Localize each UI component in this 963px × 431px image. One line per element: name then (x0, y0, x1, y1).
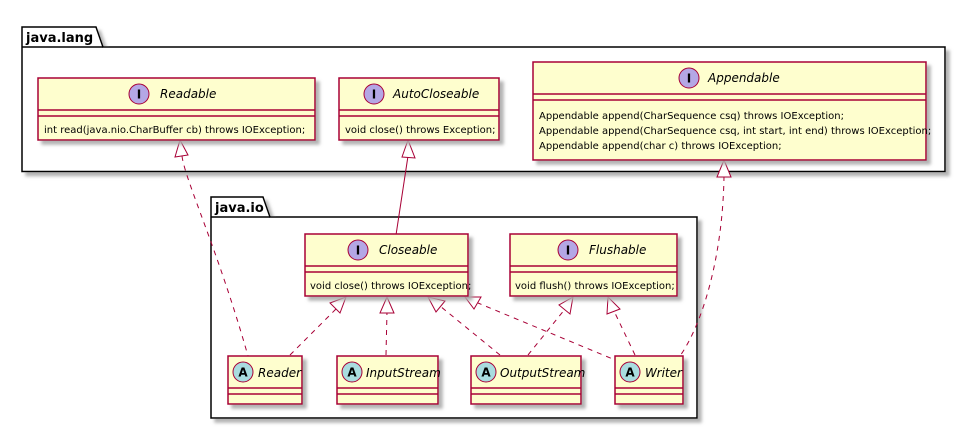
class-name-inputstream: InputStream (366, 366, 441, 380)
arrowhead-readable (174, 138, 189, 158)
class-reader[interactable]: A Reader (227, 355, 303, 405)
class-name-closeable: Closeable (379, 243, 437, 257)
stereotype-letter: I (137, 88, 141, 102)
class-readable[interactable]: I Readable int read(java.nio.CharBuffer … (37, 77, 316, 141)
arrowhead-outputstream-flushable (558, 296, 574, 315)
arrowhead-writer-closeable (464, 296, 482, 310)
package-label-java-io: java.io (214, 201, 264, 216)
member-closeable-close: void close() throws IOException; (310, 281, 471, 292)
arrowhead-appendable (716, 158, 732, 178)
interface-stereotype-icon (557, 239, 579, 261)
stereotype-letter: I (566, 244, 570, 258)
class-name-outputstream: OutputStream (500, 366, 585, 380)
interface-stereotype-icon (128, 83, 150, 105)
class-name-readable: Readable (160, 87, 216, 101)
member-readable-read: int read(java.nio.CharBuffer cb) throws … (44, 125, 305, 136)
class-writer[interactable]: A Writer (614, 355, 684, 405)
class-outputstream[interactable]: A OutputStream (470, 355, 585, 405)
stereotype-letter: A (347, 366, 357, 380)
abstract-stereotype-icon (232, 361, 254, 383)
abstract-stereotype-icon (341, 361, 363, 383)
stereotype-letter: I (372, 88, 376, 102)
member-autocloseable-close: void close() throws Exception; (345, 125, 496, 136)
class-name-appendable: Appendable (707, 71, 780, 85)
member-appendable-append-range: Appendable append(CharSequence csq, int … (539, 126, 931, 137)
class-name-reader: Reader (258, 366, 302, 380)
class-inputstream[interactable]: A InputStream (336, 355, 441, 405)
class-name-autocloseable: AutoCloseable (392, 87, 479, 101)
interface-stereotype-icon (363, 83, 385, 105)
package-label-java-lang: java.lang (25, 31, 93, 46)
arrowhead-outputstream-closeable (427, 296, 446, 313)
relation-reader-closeable (289, 308, 337, 356)
stereotype-letter: I (687, 72, 691, 86)
arrowhead-reader-closeable (329, 296, 347, 314)
relation-writer-flushable (613, 310, 636, 356)
relation-writer-appendable (679, 175, 725, 357)
member-appendable-append-csq: Appendable append(CharSequence csq) thro… (539, 111, 844, 122)
class-appendable[interactable]: I Appendable Appendable append(CharSeque… (532, 61, 931, 161)
class-name-flushable: Flushable (589, 243, 646, 257)
interface-stereotype-icon (678, 67, 700, 89)
relation-outputstream-closeable (439, 305, 501, 356)
member-appendable-append-char: Appendable append(char c) throws IOExcep… (539, 141, 782, 152)
arrowhead-inputstream-closeable (379, 295, 395, 314)
relation-reader-readable (181, 155, 249, 357)
relations (174, 138, 732, 363)
relation-inputstream-closeable (385, 310, 388, 356)
stereotype-letter: A (625, 366, 635, 380)
arrowhead-autocloseable (401, 138, 416, 159)
class-name-writer: Writer (645, 366, 683, 380)
stereotype-letter: I (356, 244, 360, 258)
class-autocloseable[interactable]: I AutoCloseable void close() throws Exce… (338, 77, 500, 141)
interface-stereotype-icon (347, 239, 369, 261)
member-flushable-flush: void flush() throws IOException; (515, 281, 675, 292)
arrowhead-writer-flushable (606, 295, 621, 315)
relation-closeable-autocloseable (395, 155, 409, 236)
abstract-stereotype-icon (475, 361, 497, 383)
abstract-stereotype-icon (619, 361, 641, 383)
stereotype-letter: A (238, 366, 248, 380)
class-flushable[interactable]: I Flushable void flush() throws IOExcept… (509, 233, 678, 297)
class-closeable[interactable]: I Closeable void close() throws IOExcept… (304, 233, 471, 297)
stereotype-letter: A (481, 366, 491, 380)
